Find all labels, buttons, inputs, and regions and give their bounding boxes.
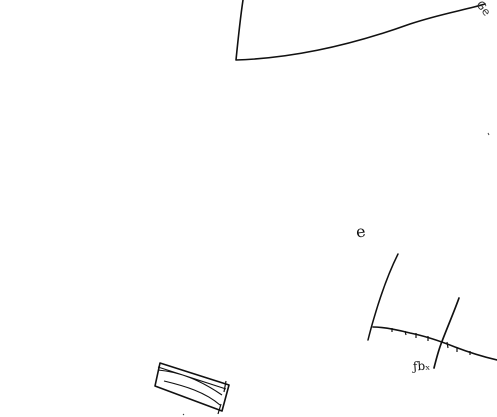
slanted-axis-stroke (367, 253, 399, 341)
axis-mark-label: ƒbₓ (412, 358, 431, 374)
crossing-stroke (433, 297, 460, 369)
edge-tick (487, 132, 490, 136)
letter-e-label: e (354, 221, 367, 242)
baseline-ticks (391, 328, 471, 355)
bottom-dot (182, 413, 185, 416)
sketched-rectangle (154, 362, 230, 415)
top-curved-shape (235, 0, 486, 61)
